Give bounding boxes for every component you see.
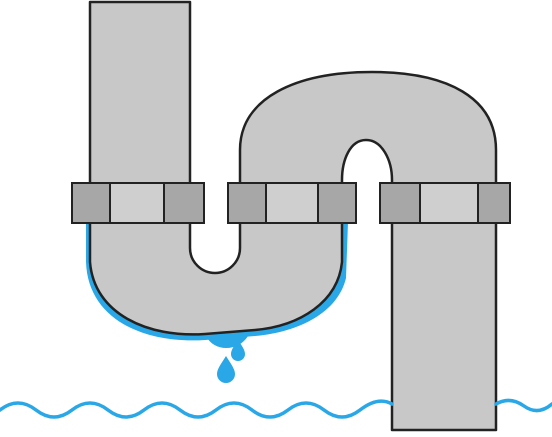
left-coupling-segment bbox=[109, 182, 165, 224]
right-coupling-segment bbox=[419, 182, 479, 224]
right-coupling-segment bbox=[379, 182, 421, 224]
middle-coupling-segment bbox=[317, 182, 357, 224]
left-coupling-segment bbox=[71, 182, 111, 224]
middle-coupling-segment bbox=[227, 182, 267, 224]
middle-coupling bbox=[227, 182, 357, 224]
right-coupling bbox=[379, 182, 511, 224]
floor-water-wave-icon bbox=[0, 399, 394, 419]
left-coupling bbox=[71, 182, 205, 224]
water-drop-icon bbox=[217, 356, 235, 383]
right-coupling-segment bbox=[477, 182, 511, 224]
left-coupling-segment bbox=[163, 182, 205, 224]
floor-water-wave-icon bbox=[494, 398, 552, 413]
water-drop-icon bbox=[231, 340, 245, 361]
middle-coupling-segment bbox=[265, 182, 319, 224]
